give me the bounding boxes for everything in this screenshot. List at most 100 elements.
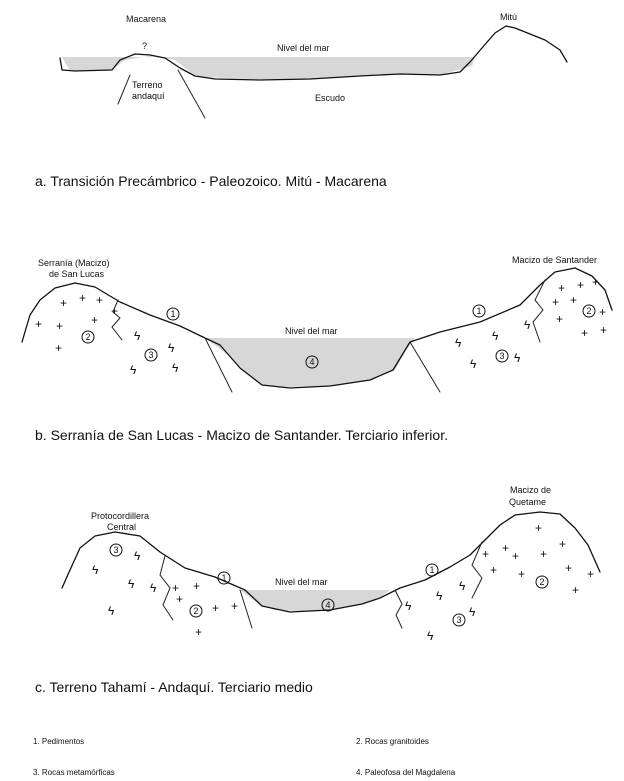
svg-text:4: 4 xyxy=(309,357,314,367)
granite-symbol: + xyxy=(572,583,579,597)
panel-c-unit-2-left: 2 xyxy=(190,605,202,617)
panel-b-caption: b. Serranía de San Lucas - Macizo de San… xyxy=(35,427,448,443)
panel-b-unit-1-right: 1 xyxy=(473,305,485,317)
panel-c-unit-2-right: 2 xyxy=(536,576,548,588)
panel-c-left-label-2: Central xyxy=(107,522,136,532)
panel-c-right-granite-contact xyxy=(472,542,482,598)
granite-symbol: + xyxy=(56,319,63,333)
svg-text:3: 3 xyxy=(499,351,504,361)
metamorphic-symbol: ϟ xyxy=(459,579,466,593)
granite-symbol: + xyxy=(599,305,606,319)
svg-text:2: 2 xyxy=(193,606,198,616)
svg-text:1: 1 xyxy=(429,565,434,575)
granite-symbol: + xyxy=(490,563,497,577)
panel-a-andaqui-label: andaquí xyxy=(132,91,165,101)
granite-symbol: + xyxy=(91,313,98,327)
panel-a-sea-fill xyxy=(62,56,475,80)
metamorphic-symbol: ϟ xyxy=(436,589,443,603)
metamorphic-symbol: ϟ xyxy=(108,604,115,618)
panel-b-right-granite-symbols: + + + + + + + + + xyxy=(552,275,607,340)
panel-b-unit-3-right: 3 xyxy=(496,350,508,362)
panel-a-macarena-label: Macarena xyxy=(126,14,166,24)
granite-symbol: + xyxy=(193,579,200,593)
panel-c-mid-granite-symbols: + + + + + + xyxy=(172,579,238,639)
granite-symbol: + xyxy=(96,293,103,307)
metamorphic-symbol: ϟ xyxy=(455,336,462,350)
granite-symbol: + xyxy=(565,561,572,575)
panel-a-terreno-label: Terreno xyxy=(132,80,163,90)
granite-symbol: + xyxy=(60,296,67,310)
metamorphic-symbol: ϟ xyxy=(514,351,521,365)
panel-b-left-metamorphic-symbols: ϟ ϟ ϟ ϟ xyxy=(130,329,179,377)
granite-symbol: + xyxy=(587,567,594,581)
metamorphic-symbol: ϟ xyxy=(128,577,135,591)
granite-symbol: + xyxy=(482,547,489,561)
panel-c-unit-3-left: 3 xyxy=(110,544,122,556)
panel-c-right-metamorphic-symbols: ϟ ϟ ϟ ϟ ϟ xyxy=(405,579,476,643)
granite-symbol: + xyxy=(212,601,219,615)
panel-b-unit-1-left: 1 xyxy=(167,308,179,320)
granite-symbol: + xyxy=(35,317,42,331)
panel-a-escudo-label: Escudo xyxy=(315,93,345,103)
metamorphic-symbol: ϟ xyxy=(134,329,141,343)
granite-symbol: + xyxy=(540,547,547,561)
svg-text:4: 4 xyxy=(325,600,330,610)
panel-b-unit-2-left: 2 xyxy=(82,331,94,343)
metamorphic-symbol: ϟ xyxy=(92,563,99,577)
granite-symbol: + xyxy=(535,521,542,535)
legend-item-pedimentos: 1. Pedimentos xyxy=(33,737,84,746)
metamorphic-symbol: ϟ xyxy=(405,599,412,613)
panel-b-right-massif-label: Macizo de Santander xyxy=(512,255,597,265)
svg-text:1: 1 xyxy=(170,309,175,319)
panel-b: Serranía (Macizo) de San Lucas Macizo de… xyxy=(22,255,612,443)
panel-a-mitu-label: Mitú xyxy=(500,12,517,22)
granite-symbol: + xyxy=(231,599,238,613)
granite-symbol: + xyxy=(502,541,509,555)
panel-b-unit-2-right: 2 xyxy=(583,305,595,317)
panel-c-sea-level-label: Nivel del mar xyxy=(275,577,328,587)
legend-item-granitoides: 2. Rocas granitoides xyxy=(356,737,429,746)
metamorphic-symbol: ϟ xyxy=(172,361,179,375)
svg-text:2: 2 xyxy=(85,332,90,342)
granite-symbol: + xyxy=(558,281,565,295)
granite-symbol: + xyxy=(195,625,202,639)
svg-text:2: 2 xyxy=(539,577,544,587)
granite-symbol: + xyxy=(592,275,599,289)
metamorphic-symbol: ϟ xyxy=(524,318,531,332)
svg-text:3: 3 xyxy=(148,350,153,360)
granite-symbol: + xyxy=(570,293,577,307)
svg-text:1: 1 xyxy=(476,306,481,316)
panel-c-unit-3-right: 3 xyxy=(453,614,465,626)
panel-c-right-contact xyxy=(395,590,402,628)
granite-symbol: + xyxy=(512,549,519,563)
metamorphic-symbol: ϟ xyxy=(150,581,157,595)
panel-c-left-metamorphic-symbols: ϟ ϟ ϟ ϟ ϟ xyxy=(92,549,157,618)
granite-symbol: + xyxy=(176,592,183,606)
panel-c-unit-1-right: 1 xyxy=(426,564,438,576)
metamorphic-symbol: ϟ xyxy=(134,549,141,563)
metamorphic-symbol: ϟ xyxy=(130,363,137,377)
panel-b-sea-level-label: Nivel del mar xyxy=(285,326,338,336)
panel-b-left-massif-label-1: Serranía (Macizo) xyxy=(38,258,110,268)
panel-a: Macarena Mitú ? Nivel del mar Terreno an… xyxy=(35,12,567,189)
metamorphic-symbol: ϟ xyxy=(469,605,476,619)
panel-b-right-fault xyxy=(410,342,440,392)
panel-c-unit-1-left: 1 xyxy=(218,572,230,584)
granite-symbol: + xyxy=(581,326,588,340)
svg-text:2: 2 xyxy=(586,306,591,316)
panel-c-right-granite-symbols: + + + + + + + + + + + xyxy=(482,521,594,597)
legend: 1. Pedimentos 2. Rocas granitoides 3. Ro… xyxy=(33,737,456,777)
panel-a-question-mark: ? xyxy=(142,41,147,51)
granite-symbol: + xyxy=(577,278,584,292)
granite-symbol: + xyxy=(559,537,566,551)
metamorphic-symbol: ϟ xyxy=(492,329,499,343)
granite-symbol: + xyxy=(556,312,563,326)
panel-c-caption: c. Terreno Tahamí - Andaquí. Terciario m… xyxy=(35,679,313,695)
metamorphic-symbol: ϟ xyxy=(427,629,434,643)
granite-symbol: + xyxy=(600,323,607,337)
svg-text:3: 3 xyxy=(456,615,461,625)
svg-text:3: 3 xyxy=(113,545,118,555)
panel-b-left-massif-label-2: de San Lucas xyxy=(49,269,105,279)
panel-c: Protocordillera Central Macizo de Quetam… xyxy=(35,485,600,695)
panel-a-sea-level-label: Nivel del mar xyxy=(277,43,330,53)
